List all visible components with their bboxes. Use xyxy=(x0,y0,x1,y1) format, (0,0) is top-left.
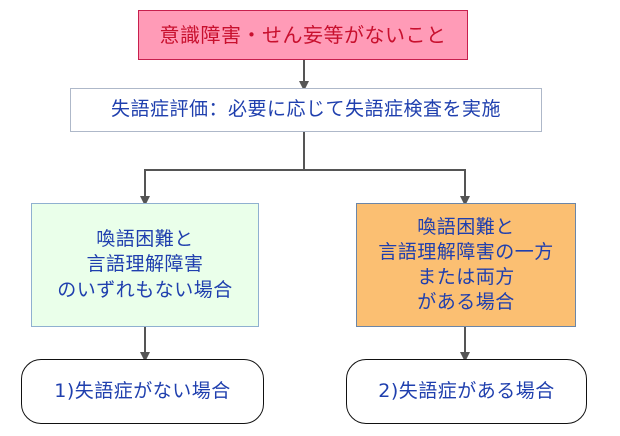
node-no-impairment-line-1: 喚語困難と xyxy=(96,228,194,251)
branch-connector-right xyxy=(304,169,470,206)
node-impairment-present-line-2: 言語理解障害の一方 xyxy=(378,240,554,263)
node-impairment-present-line-1: 喚語困難と xyxy=(417,215,515,238)
node-no-impairment: 喚語困難と 言語理解障害 のいずれもない場合 xyxy=(31,203,259,327)
node-no-consciousness-disorder: 意識障害・せん妄等がないこと xyxy=(138,10,468,60)
result-aphasia-present-label: 2)失語症がある場合 xyxy=(378,379,555,402)
result-no-aphasia-label: 1)失語症がない場合 xyxy=(54,379,231,402)
node-no-impairment-line-3: のいずれもない場合 xyxy=(57,278,233,301)
node-no-consciousness-disorder-label: 意識障害・せん妄等がないこと xyxy=(159,22,447,47)
result-no-aphasia: 1)失語症がない場合 xyxy=(21,359,264,424)
node-impairment-present-line-3: または両方 xyxy=(417,266,515,288)
node-no-impairment-line-2: 言語理解障害 xyxy=(86,253,204,276)
branch-connector xyxy=(140,131,305,206)
node-aphasia-assessment: 失語症評価：必要に応じて失語症検査を実施 xyxy=(70,88,542,132)
node-impairment-present: 喚語困難と 言語理解障害の一方 または両方 がある場合 xyxy=(356,203,576,327)
node-impairment-present-line-4: がある場合 xyxy=(417,291,515,314)
result-aphasia-present: 2)失語症がある場合 xyxy=(346,359,587,424)
node-aphasia-assessment-label: 失語症評価：必要に応じて失語症検査を実施 xyxy=(110,98,501,121)
